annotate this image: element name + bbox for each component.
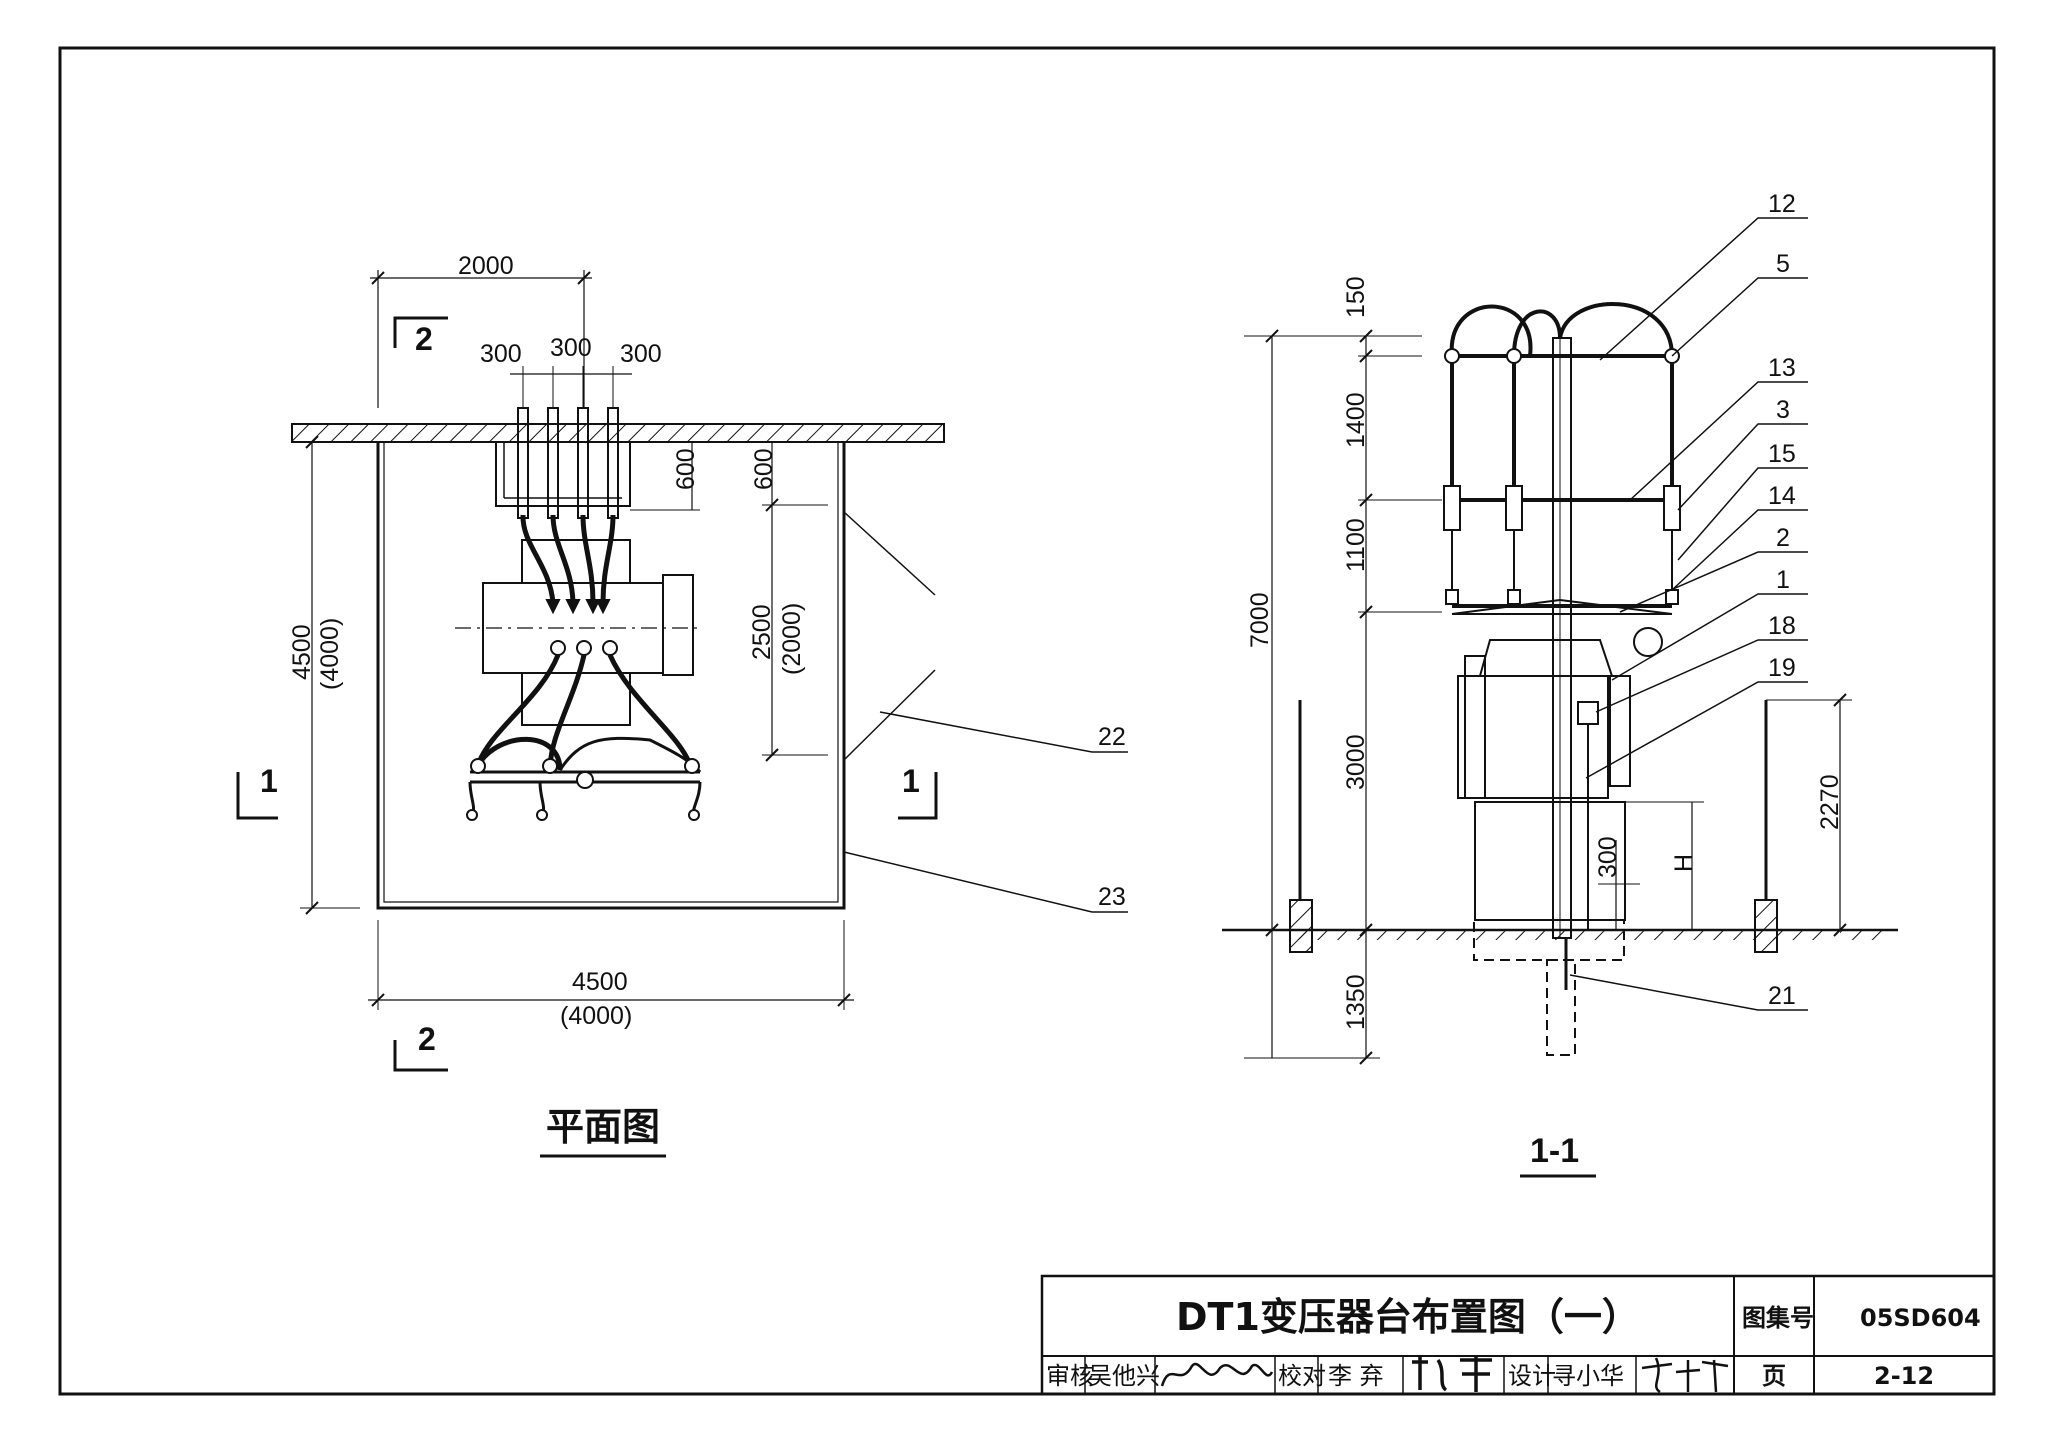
insulators xyxy=(1443,485,1681,605)
dim-300-b: 300 xyxy=(550,334,592,362)
dim-300-elev: 300 xyxy=(1594,836,1622,878)
dim-left-4000: (4000) xyxy=(316,618,344,690)
pole xyxy=(1552,337,1572,939)
transformer-tank-elev xyxy=(1457,675,1609,799)
callout-1: 1 xyxy=(1776,566,1790,594)
dim-2270: 2270 xyxy=(1816,774,1844,830)
callout-22: 22 xyxy=(1098,723,1126,751)
fence-footing-right xyxy=(1754,899,1778,953)
dim-1350: 1350 xyxy=(1342,974,1370,1030)
elevation-title: 1-1 xyxy=(1530,1132,1579,1170)
section-mark-left: 1 xyxy=(260,763,278,799)
title-block: DT1变压器台布置图（一） 图集号 05SD604 页 2-12 审核 吴他兴 … xyxy=(1040,1274,1996,1396)
reviewer-name: 吴他兴 xyxy=(1088,1362,1160,1390)
plan-title: 平面图 xyxy=(546,1105,660,1149)
callout-leaders xyxy=(1569,217,1808,1011)
dim-150: 150 xyxy=(1342,276,1370,318)
dim-left-4500: 4500 xyxy=(288,624,316,680)
dim-right-600: 600 xyxy=(750,448,778,490)
plan-view: 22 23 2000 300 300 300 600 600 2500 (200… xyxy=(236,252,1128,1158)
callout-5: 5 xyxy=(1776,250,1790,278)
check-label: 校对 xyxy=(1278,1362,1326,1390)
fence-outline xyxy=(376,442,846,910)
callout-15: 15 xyxy=(1768,440,1796,468)
callout-12: 12 xyxy=(1768,190,1796,218)
elevation-view: 12 5 13 3 15 14 2 1 18 19 21 xyxy=(1222,190,1898,1178)
dim-300-c: 300 xyxy=(620,340,662,368)
checker-signature xyxy=(1412,1356,1492,1392)
callout-21: 21 xyxy=(1768,982,1796,1010)
dim-bottom-4000: (4000) xyxy=(560,1002,632,1030)
fence-footing-left xyxy=(1289,899,1313,953)
callout-19: 19 xyxy=(1768,654,1796,682)
checker-name: 李 弃 xyxy=(1328,1362,1384,1390)
atlas-label: 图集号 xyxy=(1742,1304,1814,1332)
sheet-border xyxy=(58,46,1996,1396)
dim-1400: 1400 xyxy=(1342,392,1370,448)
drop-loops xyxy=(1449,301,1674,490)
section-mark-top: 2 xyxy=(415,321,433,357)
wall-bracket xyxy=(495,441,631,507)
dim-7000: 7000 xyxy=(1246,592,1274,648)
dim-300-a: 300 xyxy=(480,340,522,368)
design-label: 设计 xyxy=(1508,1362,1556,1390)
dim-right-2000: (2000) xyxy=(778,603,806,675)
page-number: 2-12 xyxy=(1874,1362,1934,1390)
hv-cables xyxy=(520,514,616,604)
callout-3: 3 xyxy=(1776,396,1790,424)
fence-inner xyxy=(383,442,839,903)
page-label: 页 xyxy=(1762,1362,1786,1390)
section-mark-bottom: 2 xyxy=(418,1021,436,1057)
drawing-title: DT1变压器台布置图（一） xyxy=(1176,1295,1640,1339)
conservator xyxy=(662,574,694,676)
designer-signature xyxy=(1641,1357,1729,1394)
callout-18: 18 xyxy=(1768,612,1796,640)
dim-bracket-600: 600 xyxy=(672,448,700,490)
dim-H: H xyxy=(1670,854,1698,872)
callout-13: 13 xyxy=(1768,354,1796,382)
section-mark-right: 1 xyxy=(902,763,920,799)
dim-bottom-4500: 4500 xyxy=(572,968,628,996)
dim-3000: 3000 xyxy=(1342,734,1370,790)
dim-right-2500: 2500 xyxy=(748,604,776,660)
designer-name: 寻小华 xyxy=(1552,1362,1624,1390)
dim-1100: 1100 xyxy=(1342,518,1370,572)
callout-2: 2 xyxy=(1776,524,1790,552)
atlas-number: 05SD604 xyxy=(1860,1304,1981,1332)
callout-14: 14 xyxy=(1768,482,1796,510)
reviewer-signature xyxy=(1160,1362,1274,1387)
dim-top-2000: 2000 xyxy=(458,252,514,280)
lv-bushings xyxy=(550,640,618,656)
review-label: 审核 xyxy=(1046,1362,1094,1390)
callout-23: 23 xyxy=(1098,883,1126,911)
transformer-plinth xyxy=(1474,801,1626,921)
